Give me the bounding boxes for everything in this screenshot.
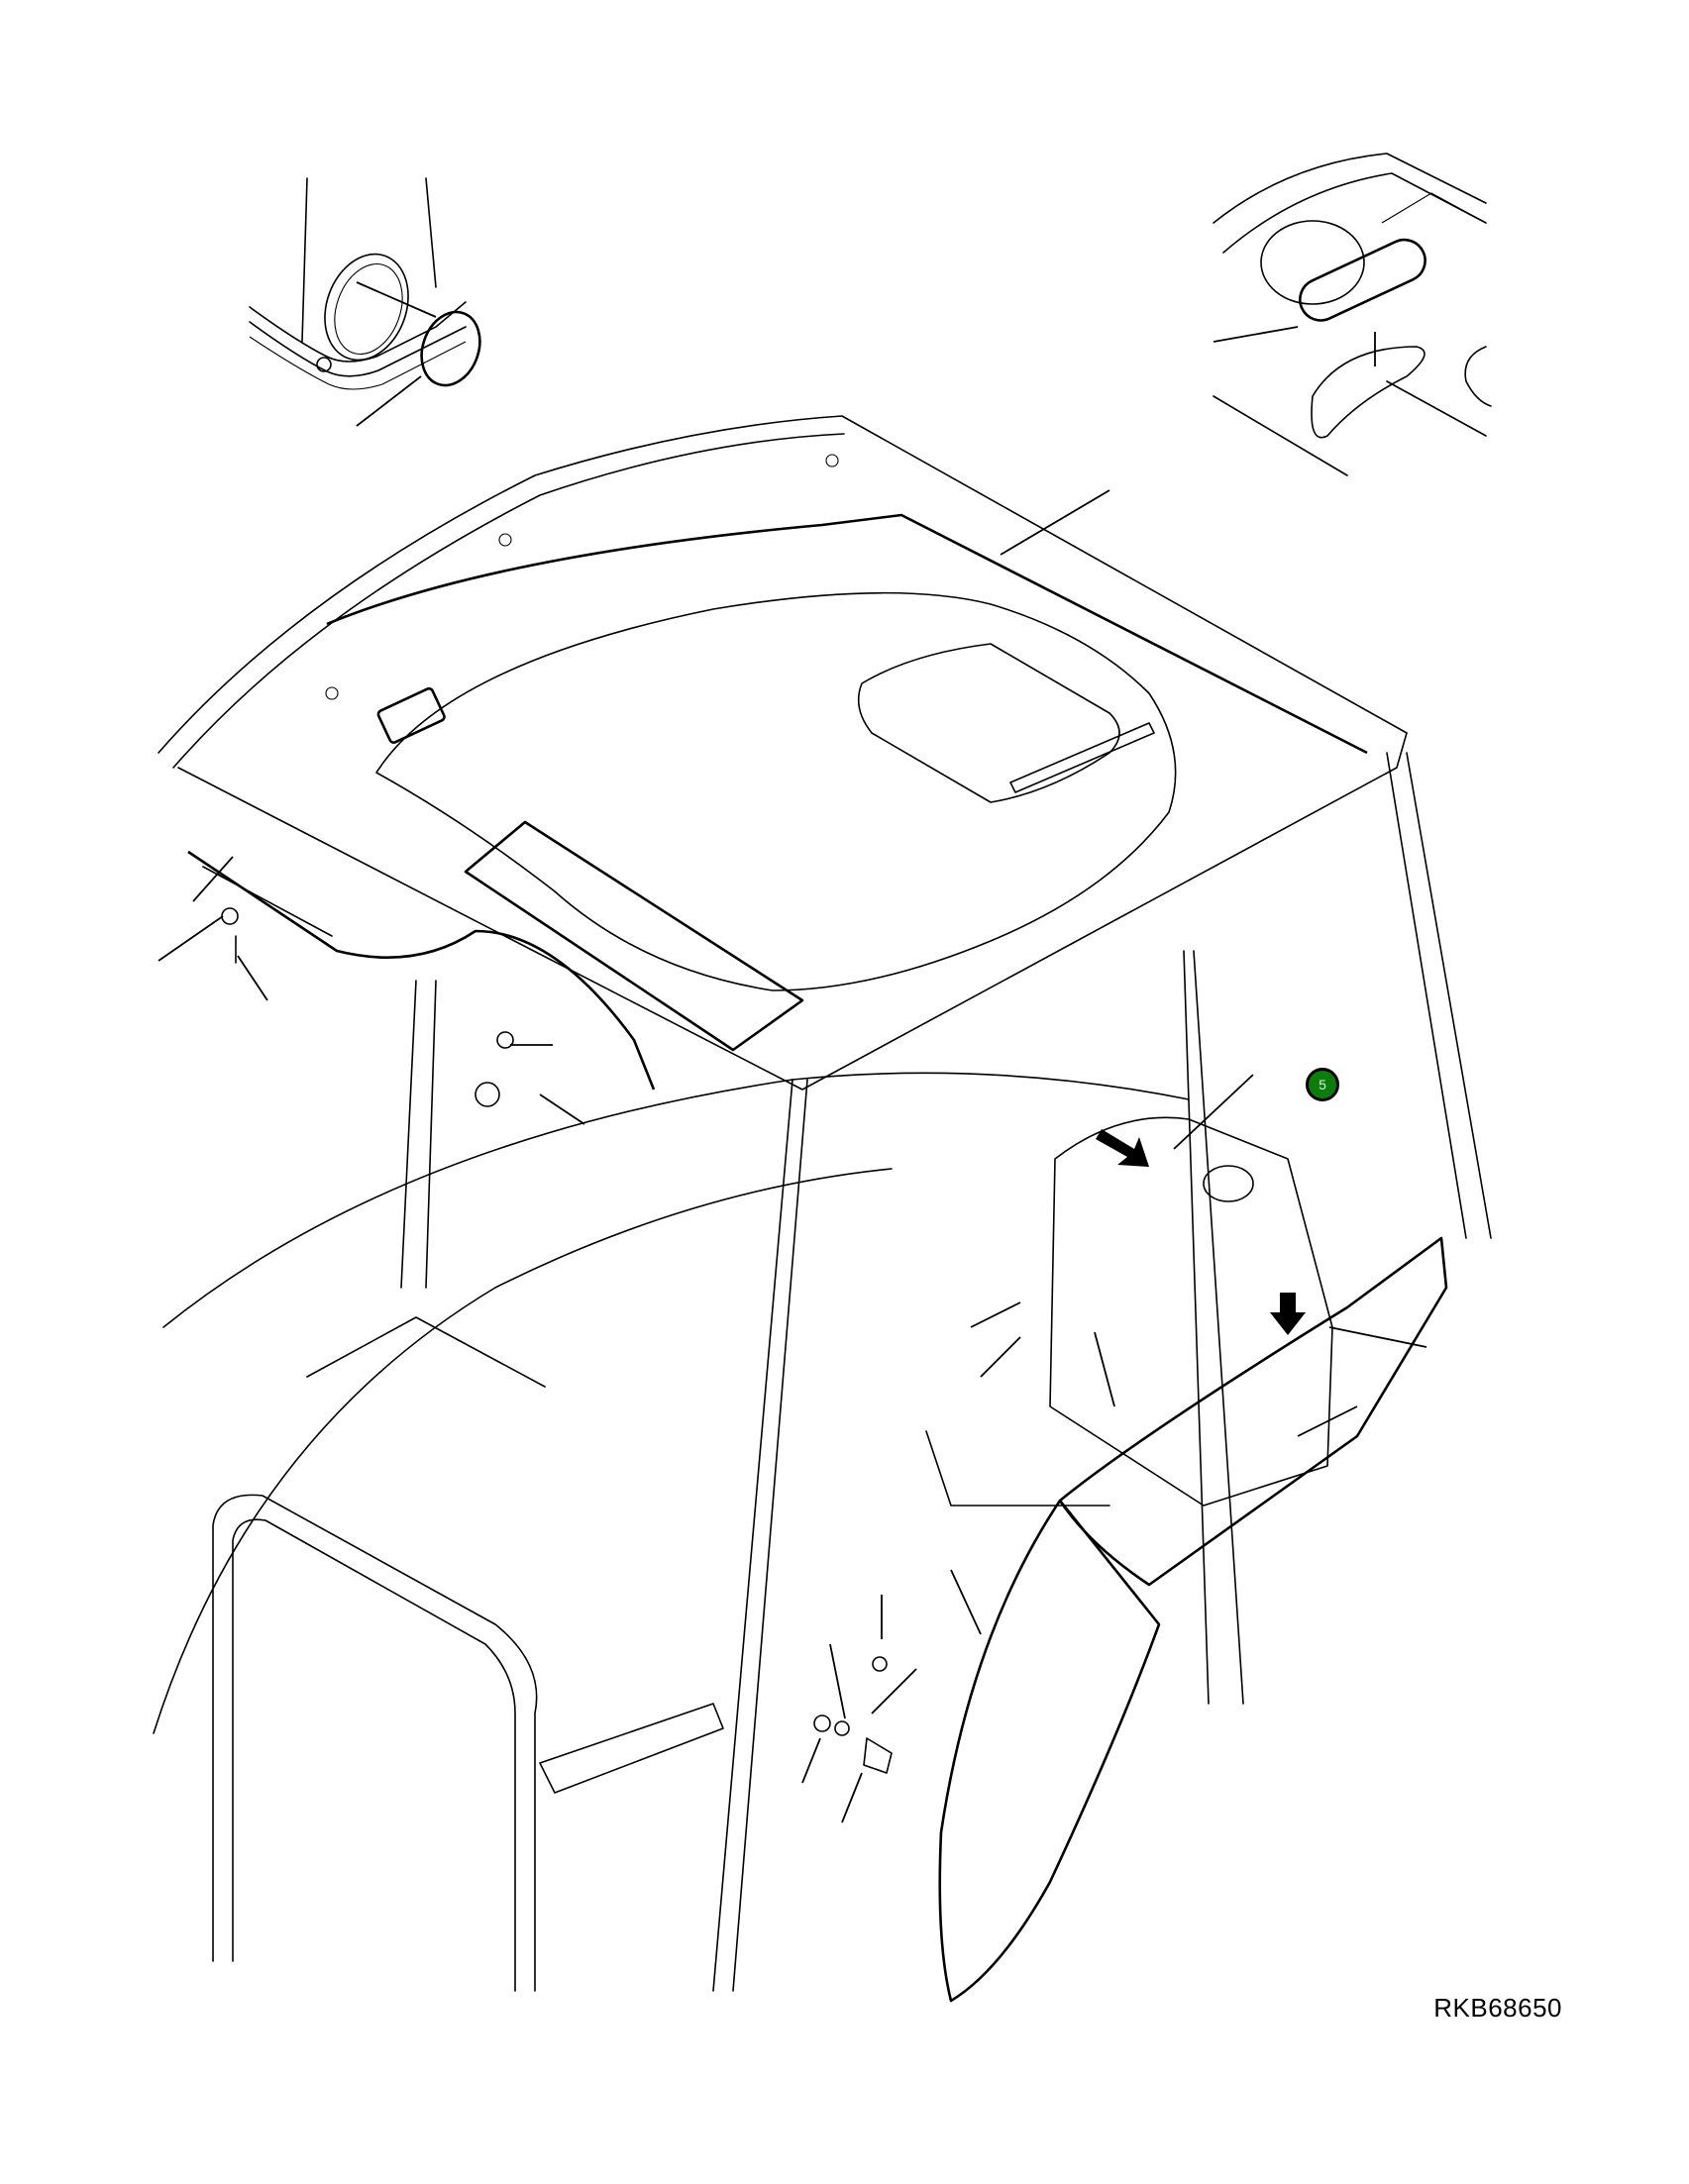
inset-roof-plug — [1213, 153, 1492, 476]
direction-arrows — [1096, 1129, 1306, 1335]
arrow-icon — [1270, 1293, 1306, 1335]
left-bracket — [158, 850, 656, 1125]
arrow-icon — [1096, 1129, 1149, 1167]
door-frame — [212, 1316, 724, 1992]
floor-console — [153, 1072, 1448, 2003]
cab-pillars — [400, 752, 1492, 1992]
callout-5[interactable]: 5 — [1306, 1068, 1339, 1101]
reference-code: RKB68650 — [1433, 1993, 1562, 2023]
roof-assembly — [158, 415, 1408, 1091]
inset-pillar-plug — [249, 177, 481, 427]
callout-label: 5 — [1319, 1077, 1326, 1092]
